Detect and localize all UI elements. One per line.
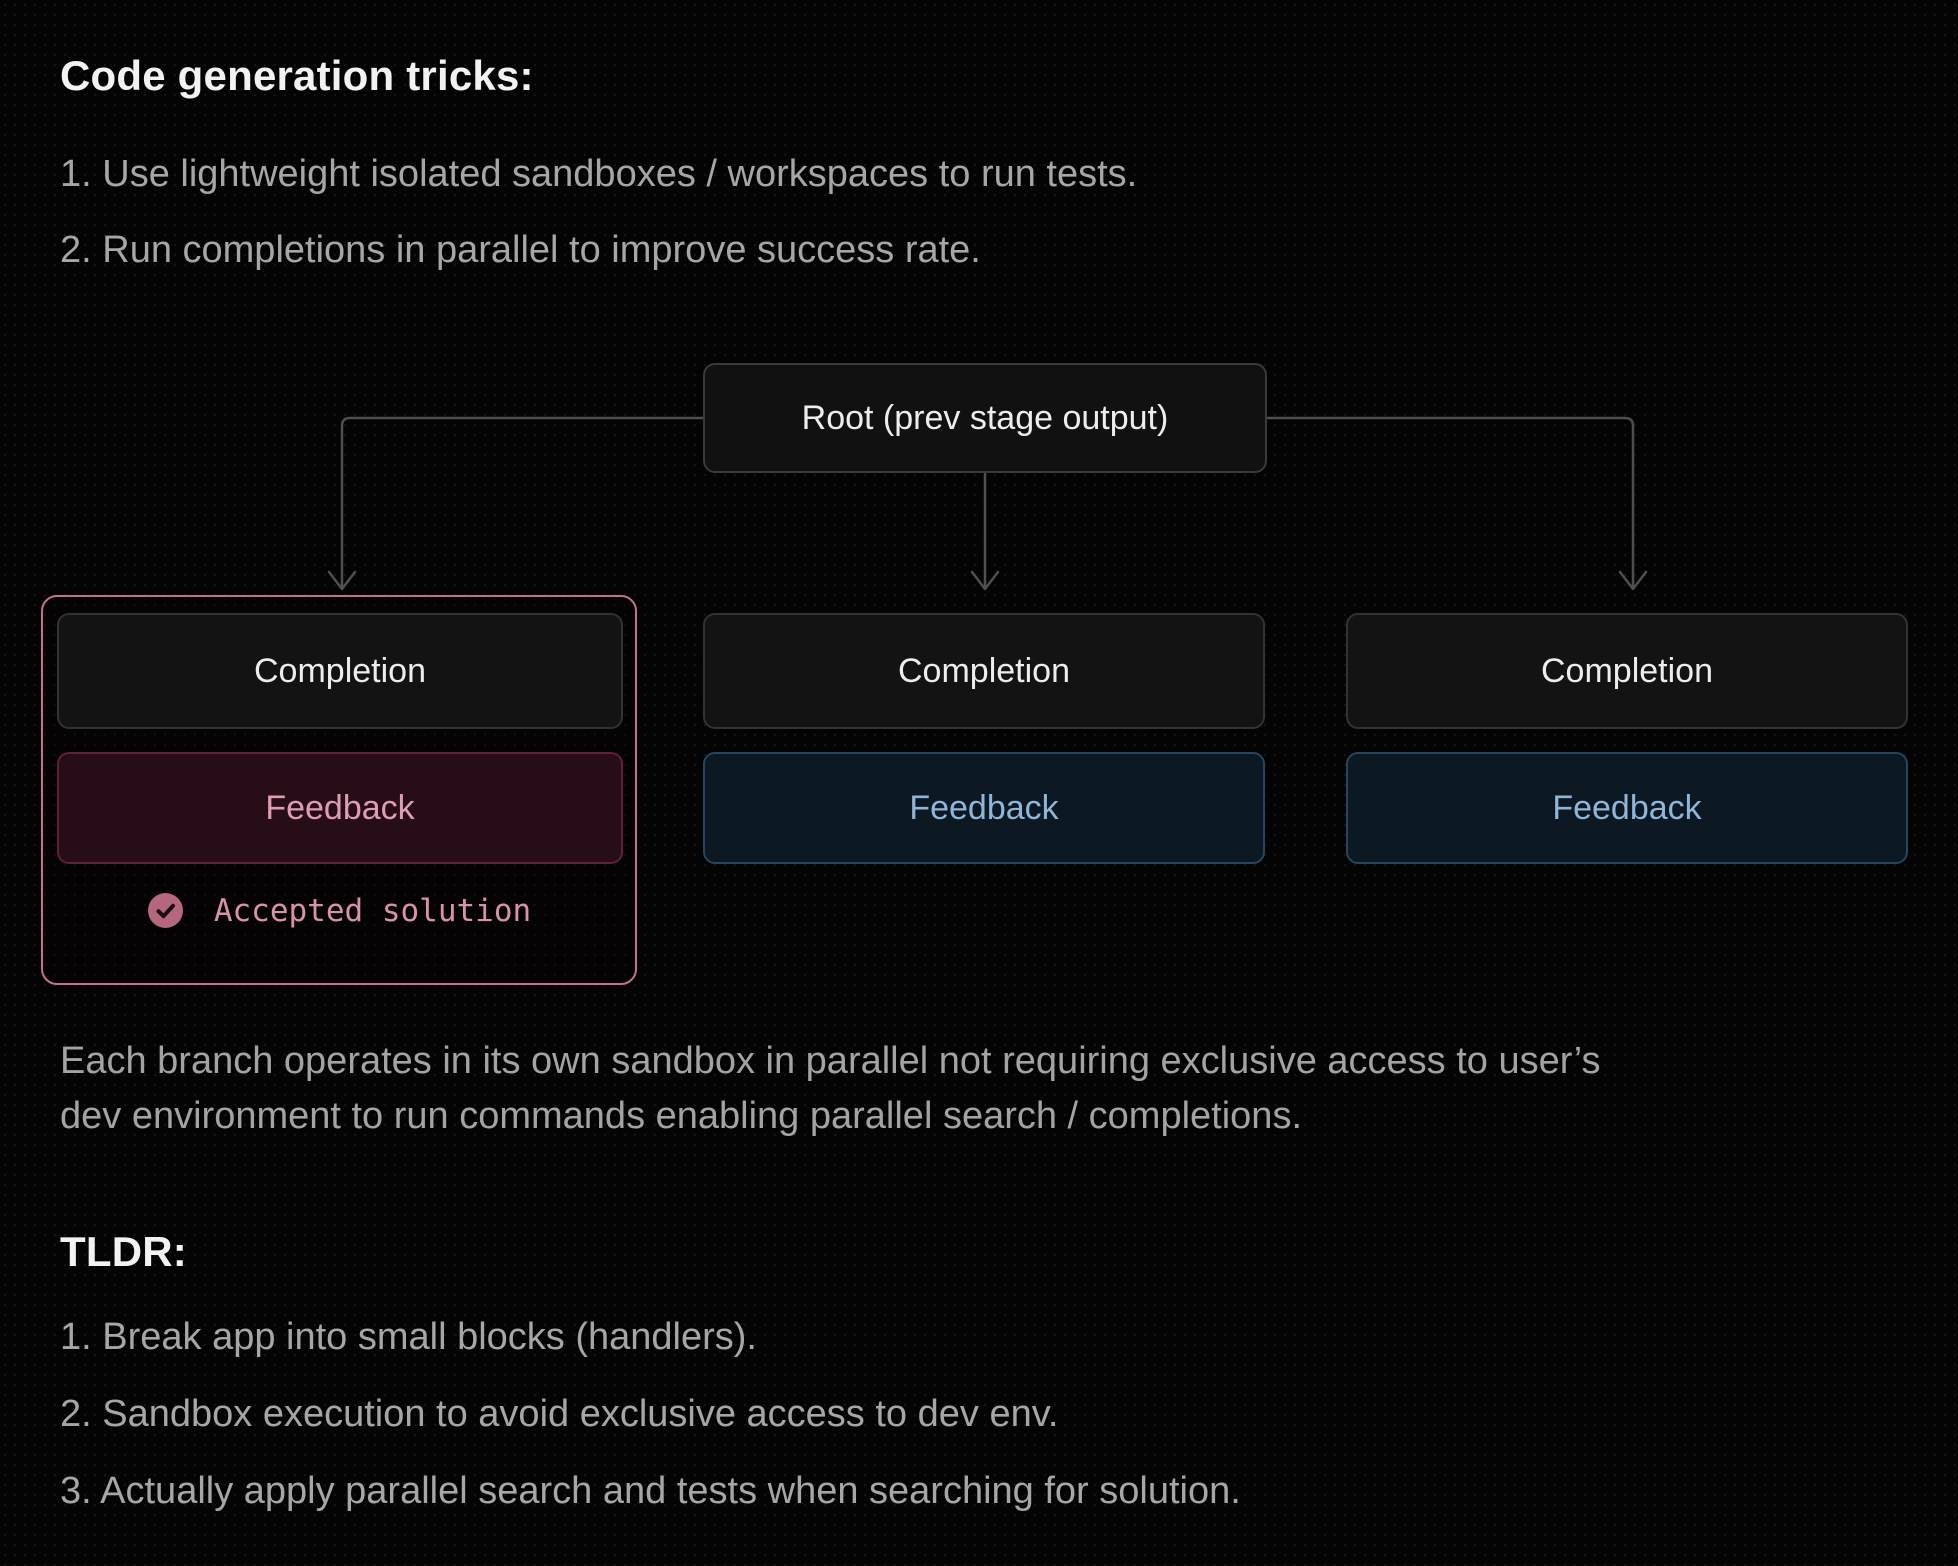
tip-item-2: 2. Run completions in parallel to improv… — [60, 229, 981, 271]
branch-2-completion-label: Completion — [898, 651, 1070, 690]
page-title: Code generation tricks: — [60, 52, 534, 99]
explanation-paragraph: Each branch operates in its own sandbox … — [60, 1040, 1601, 1137]
tip-item-1: 1. Use lightweight isolated sandboxes / … — [60, 153, 1138, 195]
branch-2-feedback-node: Feedback — [703, 752, 1265, 864]
branch-3-feedback-label: Feedback — [1552, 788, 1702, 827]
accepted-solution-row: Accepted solution — [43, 892, 635, 929]
tldr-item-1: 1. Break app into small blocks (handlers… — [60, 1316, 757, 1358]
branch-3-feedback-node: Feedback — [1346, 752, 1908, 864]
tldr-item-3: 3. Actually apply parallel search and te… — [60, 1470, 1241, 1512]
arrowhead-right — [1618, 570, 1648, 591]
connector-left — [340, 416, 705, 588]
branch-1-highlighted-container: Completion Feedback Accepted solution — [41, 595, 637, 985]
tldr-item-2: 2. Sandbox execution to avoid exclusive … — [60, 1393, 1059, 1435]
tldr-title: TLDR: — [60, 1228, 187, 1275]
branch-2-feedback-label: Feedback — [909, 788, 1059, 827]
branch-2-completion-node: Completion — [703, 613, 1265, 729]
check-circle-icon — [147, 893, 183, 928]
branch-1-completion-label: Completion — [254, 651, 426, 690]
branch-1-feedback-label: Feedback — [265, 788, 415, 827]
connector-right — [1265, 416, 1635, 588]
root-node-label: Root (prev stage output) — [801, 398, 1169, 437]
arrowhead-left — [327, 570, 357, 591]
arrowhead-middle — [970, 570, 1000, 591]
branch-3-completion-label: Completion — [1541, 651, 1713, 690]
branch-3-completion-node: Completion — [1346, 613, 1908, 729]
accepted-solution-label: Accepted solution — [213, 892, 532, 929]
branch-1-completion-node: Completion — [57, 613, 623, 729]
branch-1-feedback-node: Feedback — [57, 752, 623, 864]
root-node: Root (prev stage output) — [703, 363, 1267, 473]
